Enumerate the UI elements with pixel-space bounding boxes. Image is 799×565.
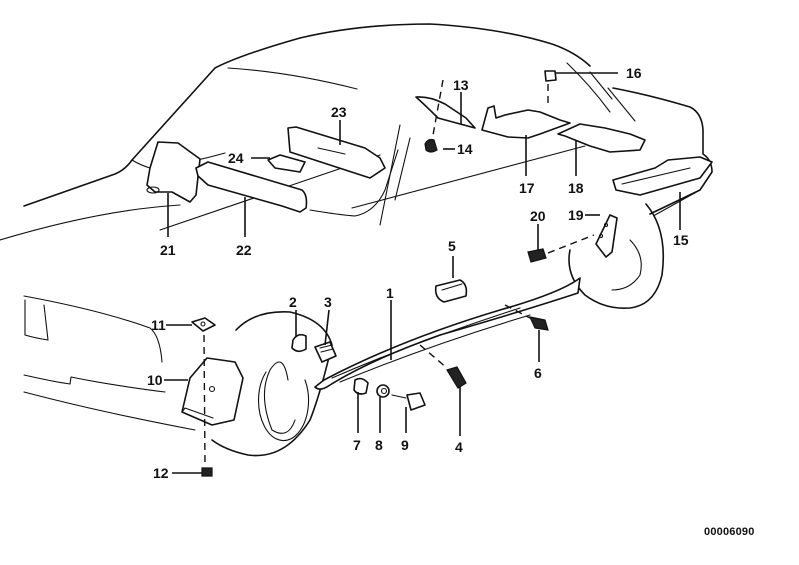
callout-18: 18: [568, 180, 584, 196]
document-id: 00006090: [704, 526, 755, 538]
part-23-panel: [287, 126, 386, 179]
callout-4: 4: [455, 439, 463, 455]
callouts: 1 2 3 4 5 6 7 8 9 10 11 12 13 14 15 16 1…: [147, 65, 689, 481]
part-15-rear-panel: [612, 156, 713, 196]
front-bumper-outline: [23, 295, 333, 457]
callout-20: 20: [530, 208, 546, 224]
part-19-mud-flap: [595, 214, 618, 258]
callout-21: 21: [160, 242, 176, 258]
callout-10: 10: [147, 372, 163, 388]
callout-14: 14: [457, 141, 473, 157]
callout-5: 5: [448, 238, 456, 254]
callout-1: 1: [386, 285, 394, 301]
callout-3: 3: [324, 294, 332, 310]
callout-2: 2: [289, 294, 297, 310]
part-7-grommet: [353, 377, 369, 395]
callout-24: 24: [228, 150, 244, 166]
callout-11: 11: [151, 317, 166, 333]
part-5-bracket: [434, 279, 468, 303]
callout-6: 6: [534, 365, 542, 381]
callout-9: 9: [401, 437, 409, 453]
part-4-grommet: [419, 344, 467, 389]
part-2-clip: [291, 333, 307, 353]
part-1-sill-trim: [314, 277, 581, 390]
part-21-bracket: [146, 141, 201, 203]
part-13-panel: [415, 96, 476, 129]
leader-lines: [164, 72, 681, 474]
callout-8: 8: [375, 437, 383, 453]
part-6-screw: [504, 304, 549, 331]
part-9-clip-nut: [391, 392, 426, 411]
callout-22: 22: [236, 242, 252, 258]
part-22-duct: [195, 161, 308, 213]
part-3-clip: [314, 341, 337, 363]
callout-12: 12: [153, 465, 169, 481]
callout-17: 17: [519, 180, 535, 196]
part-18-floor-panel: [557, 123, 646, 153]
part-16-clip: [544, 70, 557, 108]
callout-23: 23: [331, 104, 347, 120]
callout-19: 19: [568, 207, 584, 223]
part-10-bracket: [181, 357, 244, 426]
part-8-washer: [376, 384, 390, 398]
part-24-pad: [267, 154, 306, 173]
part-11-nut: [191, 317, 216, 332]
callout-7: 7: [353, 437, 361, 453]
callout-15: 15: [673, 232, 689, 248]
part-14-clip: [424, 79, 444, 153]
callout-16: 16: [626, 65, 642, 81]
part-17-floor-panel: [481, 105, 571, 139]
callout-13: 13: [453, 77, 469, 93]
